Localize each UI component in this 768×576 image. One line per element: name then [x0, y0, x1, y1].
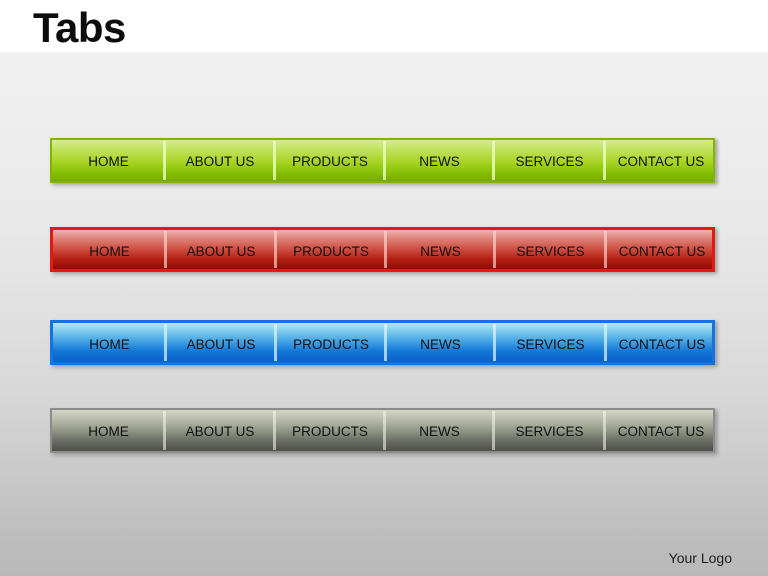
- tab-gray-services[interactable]: SERVICES: [492, 410, 605, 451]
- tab-label: SERVICES: [515, 154, 584, 169]
- tab-red-services[interactable]: SERVICES: [493, 230, 606, 269]
- tab-label: CONTACT US: [618, 337, 706, 352]
- tab-blue-services[interactable]: SERVICES: [493, 323, 606, 362]
- footer-logo: Your Logo: [668, 550, 732, 566]
- page-title: Tabs: [33, 4, 126, 51]
- tab-green-contact-us[interactable]: CONTACT US: [603, 140, 717, 181]
- tab-gray-contact-us[interactable]: CONTACT US: [603, 410, 717, 451]
- tab-blue-news[interactable]: NEWS: [384, 323, 495, 362]
- header-band: [0, 0, 768, 52]
- tab-blue-about-us[interactable]: ABOUT US: [164, 323, 276, 362]
- tab-green-products[interactable]: PRODUCTS: [273, 140, 385, 181]
- tab-gray-home[interactable]: HOME: [52, 410, 165, 451]
- tab-label: PRODUCTS: [292, 154, 368, 169]
- tab-bar-red: HOME ABOUT US PRODUCTS NEWS SERVICES CON…: [50, 227, 715, 272]
- tab-green-home[interactable]: HOME: [52, 140, 165, 181]
- tab-label: NEWS: [419, 424, 460, 439]
- tab-green-news[interactable]: NEWS: [383, 140, 494, 181]
- tab-label: HOME: [88, 424, 129, 439]
- tab-label: CONTACT US: [617, 424, 705, 439]
- tab-label: ABOUT US: [185, 424, 255, 439]
- tab-blue-products[interactable]: PRODUCTS: [274, 323, 386, 362]
- tab-label: ABOUT US: [186, 244, 256, 259]
- tab-label: HOME: [89, 244, 130, 259]
- tab-red-news[interactable]: NEWS: [384, 230, 495, 269]
- tab-label: NEWS: [419, 154, 460, 169]
- tab-label: HOME: [88, 154, 129, 169]
- tab-label: CONTACT US: [617, 154, 705, 169]
- tab-label: PRODUCTS: [293, 244, 369, 259]
- tab-label: NEWS: [420, 244, 461, 259]
- tab-red-products[interactable]: PRODUCTS: [274, 230, 386, 269]
- tab-label: PRODUCTS: [292, 424, 368, 439]
- tab-label: CONTACT US: [618, 244, 706, 259]
- tab-blue-contact-us[interactable]: CONTACT US: [604, 323, 718, 362]
- tab-bar-green: HOME ABOUT US PRODUCTS NEWS SERVICES CON…: [50, 138, 715, 183]
- tab-gray-products[interactable]: PRODUCTS: [273, 410, 385, 451]
- tab-label: SERVICES: [516, 337, 585, 352]
- tab-red-about-us[interactable]: ABOUT US: [164, 230, 276, 269]
- tab-label: HOME: [89, 337, 130, 352]
- tab-label: PRODUCTS: [293, 337, 369, 352]
- tab-red-contact-us[interactable]: CONTACT US: [604, 230, 718, 269]
- tab-label: NEWS: [420, 337, 461, 352]
- tab-label: SERVICES: [515, 424, 584, 439]
- tab-red-home[interactable]: HOME: [53, 230, 166, 269]
- tab-label: SERVICES: [516, 244, 585, 259]
- tab-gray-about-us[interactable]: ABOUT US: [163, 410, 275, 451]
- tab-blue-home[interactable]: HOME: [53, 323, 166, 362]
- tab-gray-news[interactable]: NEWS: [383, 410, 494, 451]
- tab-bar-gray: HOME ABOUT US PRODUCTS NEWS SERVICES CON…: [50, 408, 715, 453]
- tab-green-services[interactable]: SERVICES: [492, 140, 605, 181]
- tab-label: ABOUT US: [186, 337, 256, 352]
- tab-label: ABOUT US: [185, 154, 255, 169]
- tab-green-about-us[interactable]: ABOUT US: [163, 140, 275, 181]
- tab-bar-blue: HOME ABOUT US PRODUCTS NEWS SERVICES CON…: [50, 320, 715, 365]
